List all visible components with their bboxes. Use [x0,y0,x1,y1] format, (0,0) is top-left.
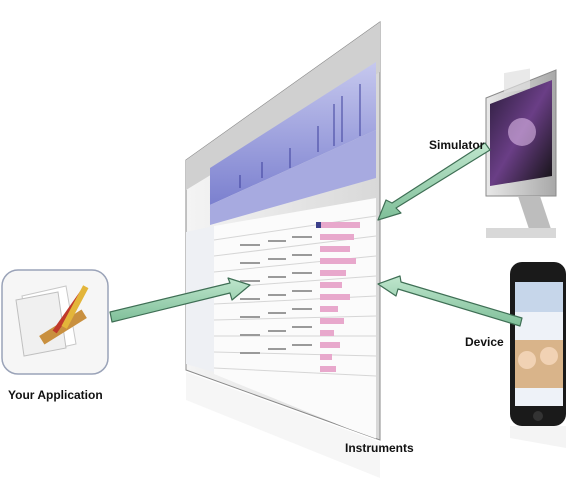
label-instruments: Instruments [345,441,414,455]
imac-icon [485,68,557,238]
iphone-icon [510,262,566,448]
track-2 [210,130,376,225]
instruments-window [185,21,381,478]
arrow-app-to-instruments [109,277,251,323]
app-icon [1,269,109,375]
label-simulator: Simulator [429,138,485,152]
arrow-simulator-to-instruments [377,142,491,221]
label-device: Device [465,335,504,349]
arrow-device-to-instruments [377,275,523,327]
label-your-application: Your Application [8,388,103,402]
track-1 [210,62,376,205]
